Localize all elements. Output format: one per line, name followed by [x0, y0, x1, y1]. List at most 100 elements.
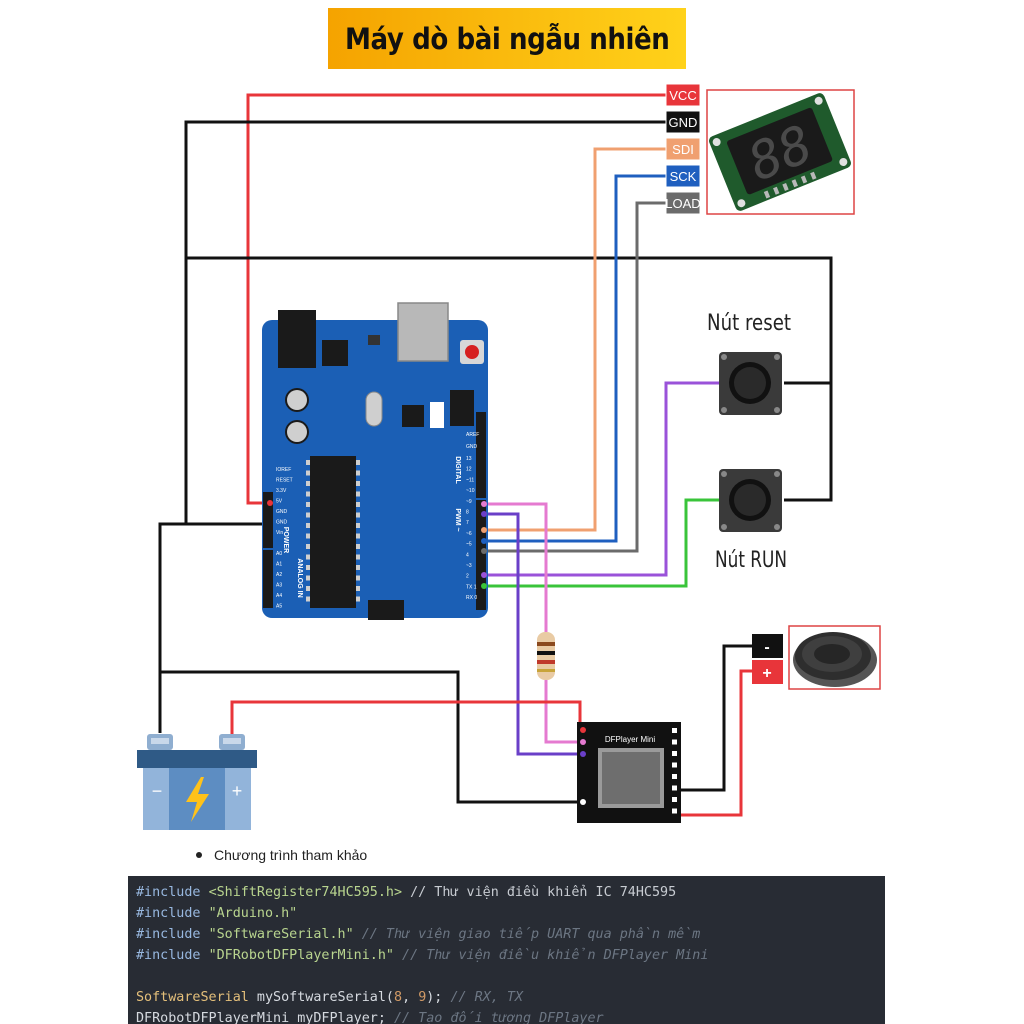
title-banner: Máy dò bài ngẫu nhiên [328, 8, 686, 69]
display-pin-sck: SCK [665, 164, 701, 188]
power-pin-label: GND [276, 520, 288, 526]
code-token: "DFRobotDFPlayerMini.h" [208, 948, 394, 963]
arduino-analog-label: ANALOG IN [296, 558, 303, 597]
battery: − + [137, 734, 257, 830]
code-token: // Thư viện giao tiếp UART qua phần mềm [353, 927, 701, 942]
digital-pin-label: 7 [466, 520, 469, 526]
dfplayer-label: DFPlayer Mini [605, 735, 655, 744]
page-title: Máy dò bài ngẫu nhiên [344, 21, 670, 56]
seven-segment-module: 88 [706, 89, 855, 215]
display-pin-label: VCC [669, 88, 696, 103]
digital-pin-label: 13 [466, 456, 472, 462]
arduino-gnd-label: GND [466, 444, 478, 450]
code-line: SoftwareSerial mySoftwareSerial(8, 9); /… [128, 987, 885, 1008]
display-pin-gnd: GND [665, 110, 701, 134]
arduino-digital-label: DIGITAL [454, 456, 461, 484]
power-pin-label: 5V [276, 499, 283, 505]
bullet-dot-icon [196, 852, 202, 858]
resistor [537, 632, 555, 680]
display-pin-labels: VCC GND SDI SCK LOAD [665, 83, 701, 215]
wire-df-tx [484, 512, 583, 756]
lightning-icon [186, 777, 209, 822]
code-token: #include [136, 906, 209, 921]
wire-reset-button [484, 381, 720, 577]
arduino-uno-board: POWER ANALOG IN DIGITAL PWM ~ AREF GND I… [262, 302, 488, 620]
display-pin-vcc: VCC [665, 83, 701, 107]
wire-sdi [484, 147, 667, 532]
display-pin-sdi: SDI [665, 137, 701, 161]
code-line: #include "Arduino.h" [128, 903, 885, 924]
digital-pin-label: 2 [466, 574, 469, 580]
code-token: DFRobotDFPlayerMini [136, 1011, 290, 1024]
speaker-negative-terminal: - [764, 639, 769, 656]
code-token: #include [136, 927, 209, 942]
code-token: ); [426, 990, 451, 1005]
analog-pin-label: A4 [276, 593, 282, 599]
code-token: 8 [394, 990, 403, 1005]
code-token: mySoftwareSerial( [248, 990, 394, 1005]
code-token: // Thư viện điều khiển DFPlayer Mini [394, 948, 709, 963]
code-token: SoftwareSerial [136, 990, 249, 1005]
power-pin-label: Vin [276, 530, 283, 536]
wire-sck [484, 174, 667, 543]
battery-negative-label: − [152, 781, 163, 801]
digital-pin-label: 8 [466, 510, 469, 516]
bullet-item: Chương trình tham khảo [196, 847, 367, 863]
code-token: "SoftwareSerial.h" [208, 927, 354, 942]
digital-pin-label: ~3 [466, 563, 472, 569]
analog-pin-label: A3 [276, 583, 282, 589]
pin-dots [267, 500, 487, 589]
code-token: #include [136, 948, 209, 963]
digital-pin-label: ~11 [466, 477, 474, 483]
speaker-positive-terminal: + [762, 665, 771, 682]
wires [158, 93, 833, 817]
code-line: DFRobotDFPlayerMini myDFPlayer; // Tạo đ… [128, 1008, 885, 1024]
power-pin-label: 3.3V [276, 488, 287, 494]
analog-pin-label: A1 [276, 562, 282, 568]
wire-load [484, 201, 667, 553]
wire-run-button [484, 498, 720, 588]
digital-pin-label: ~5 [466, 542, 472, 548]
digital-pin-label: RX 0 [466, 595, 477, 601]
speaker-terminals: - + [752, 634, 783, 684]
digital-pin-label: ~9 [466, 499, 472, 505]
digital-pin-label: TX 1 [466, 584, 477, 590]
display-pin-label: LOAD [665, 196, 700, 211]
speaker [788, 625, 881, 690]
code-token: myDFPlayer; [289, 1011, 394, 1024]
run-button-label: Nút RUN [715, 548, 787, 573]
wire-speaker-positive [678, 669, 752, 817]
code-line: #include <ShiftRegister74HC595.h> // Thư… [128, 882, 885, 903]
run-button [719, 469, 782, 532]
wire-battery-positive [230, 700, 582, 738]
power-pin-label: RESET [276, 478, 293, 484]
reset-button [719, 352, 782, 415]
code-line: #include "SoftwareSerial.h" // Thư viện … [128, 924, 885, 945]
arduino-aref-label: AREF [466, 432, 479, 438]
wire-vcc [246, 93, 667, 505]
analog-pin-label: A2 [276, 572, 282, 578]
arduino-pwm-label: PWM ~ [454, 508, 461, 531]
wire-speaker-negative [678, 644, 752, 792]
arduino-power-label: POWER [282, 527, 289, 553]
power-pin-label: IOREF [276, 467, 291, 473]
reset-button-label: Nút reset [707, 311, 791, 336]
wire-gnd-buttons [186, 256, 833, 502]
code-token: // Tạo đối tượng DFPlayer [394, 1011, 604, 1024]
display-pin-label: SDI [672, 142, 694, 157]
code-token: // Thư viện điều khiển IC 74HC595 [402, 885, 677, 900]
code-token: 9 [418, 990, 427, 1005]
wire-battery-negative [158, 522, 270, 733]
code-line [128, 966, 885, 987]
dfplayer-mini-module: DFPlayer Mini [577, 722, 681, 823]
wiring-diagram: VCC GND SDI SCK LOAD 88 [137, 83, 881, 830]
code-token: // RX, TX [450, 990, 523, 1005]
battery-positive-label: + [232, 781, 243, 801]
bullet-text: Chương trình tham khảo [214, 847, 368, 863]
code-block: #include <ShiftRegister74HC595.h> // Thư… [128, 876, 885, 1024]
code-token: "Arduino.h" [208, 906, 298, 921]
display-pin-label: GND [669, 115, 698, 130]
